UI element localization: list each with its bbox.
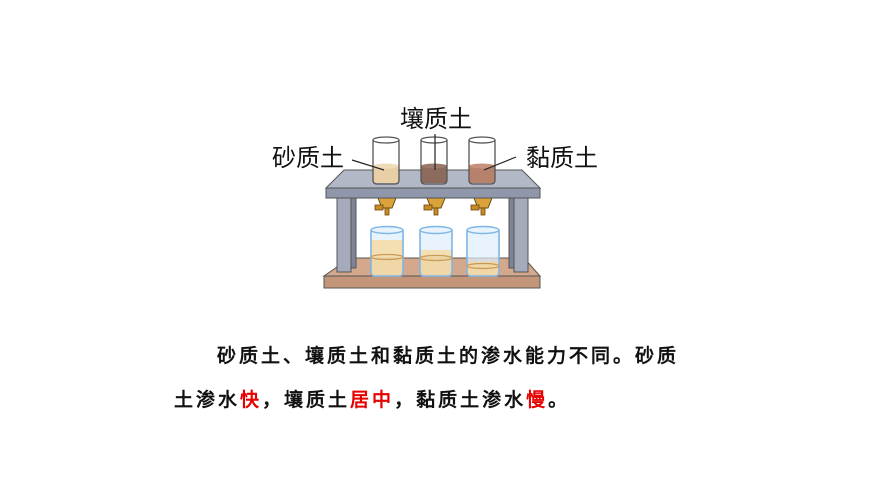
- beaker-clay: [466, 225, 500, 277]
- leader-clay: [483, 156, 517, 171]
- funnel-clay: [470, 197, 493, 216]
- funnel-loam: [423, 197, 446, 216]
- label-loam: 壤质土: [400, 105, 472, 133]
- caption-line-1: 砂质土、壤质土和黏质土的渗水能力不同。砂质: [217, 345, 680, 367]
- caption-paragraph: 砂质土、壤质土和黏质土的渗水能力不同。砂质 土渗水快，壤质土居中，黏质土渗水慢。: [174, 338, 714, 426]
- caption-text: ，黏质土渗水: [394, 389, 527, 411]
- caption-line-2: 土渗水快，壤质土居中，黏质土渗水慢。: [174, 382, 714, 426]
- caption-text: 土渗水: [174, 389, 241, 411]
- emphasis-slow: 慢: [526, 389, 549, 411]
- emphasis-fast: 快: [240, 389, 263, 411]
- cylinder-loam: [420, 136, 448, 185]
- cylinder-sandy: [372, 136, 400, 185]
- stand-leg-right: [508, 197, 529, 273]
- leader-sandy: [351, 159, 385, 171]
- caption-text: ，壤质土: [262, 389, 351, 411]
- cylinder-clay: [468, 136, 496, 185]
- caption-text: 。: [548, 389, 571, 411]
- stand-leg-left: [336, 197, 357, 273]
- funnel-sandy: [374, 197, 397, 216]
- emphasis-medium: 居中: [350, 389, 395, 411]
- label-clay: 黏质土: [526, 144, 598, 172]
- label-sandy: 砂质土: [272, 144, 344, 172]
- beaker-sandy: [370, 225, 404, 277]
- beaker-loam: [419, 225, 453, 277]
